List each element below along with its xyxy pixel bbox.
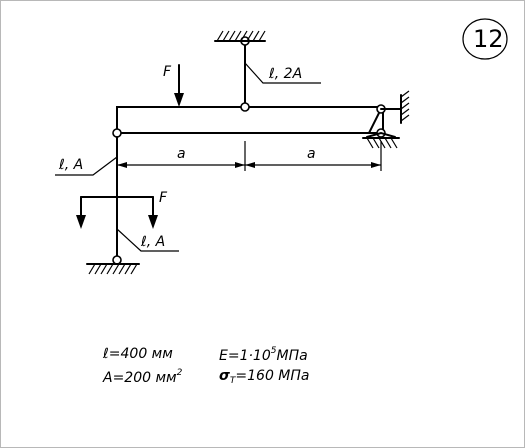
rod-left-label: ℓ, A: [59, 157, 84, 173]
dim-arrow-3: [245, 162, 255, 168]
pin-support-triangle: [366, 131, 396, 138]
dim-arrow-2: [235, 162, 245, 168]
given-yield-value: =160 МПа: [235, 368, 310, 384]
given-area-exponent: 2: [176, 368, 183, 378]
problem-number: 12: [473, 25, 504, 53]
leader-rod-top: [244, 62, 321, 84]
given-modulus-unit: МПа: [276, 348, 308, 364]
hinge-bottom-support: [112, 255, 122, 265]
given-area: A=200 мм2: [103, 368, 183, 386]
leader-rod-bottom: [116, 228, 179, 252]
pin-support-hatch: [366, 137, 398, 149]
problem-number-circle: [462, 18, 508, 60]
floor-hatch: [88, 263, 138, 275]
right-wall-hatch: [400, 90, 410, 122]
dimension-right-label: a: [307, 146, 316, 162]
given-yield-subscript: T: [229, 376, 236, 386]
rod-bottom-label: ℓ, A: [141, 234, 166, 250]
hinge-rod-top-beam: [240, 102, 250, 112]
force-top-label: F: [163, 64, 172, 80]
dim-arrow-4: [371, 162, 381, 168]
given-length: ℓ=400 мм: [103, 346, 173, 362]
dim-arrow-1: [117, 162, 127, 168]
given-yield-sigma: σ: [219, 368, 230, 384]
given-modulus-exponent: 5: [270, 346, 277, 356]
force-top-arrowhead: [174, 93, 184, 107]
force-bottom-right-arrowhead: [148, 215, 158, 229]
rod-top-label: ℓ, 2A: [269, 66, 303, 82]
force-bottom-label: F: [159, 190, 168, 206]
ceiling-hatch: [216, 30, 266, 42]
given-modulus-base: E=1·10: [219, 348, 271, 364]
leader-rod-left: [55, 156, 118, 176]
given-yield-stress: σT=160 МПа: [219, 369, 310, 386]
hinge-left-beam: [112, 128, 122, 138]
dimension-left-label: a: [177, 146, 186, 162]
given-area-base: A=200 мм: [103, 370, 177, 386]
rigid-beam: [116, 106, 384, 134]
force-bottom-left-arrowhead: [76, 215, 86, 229]
given-modulus: E=1·105МПа: [219, 346, 308, 364]
